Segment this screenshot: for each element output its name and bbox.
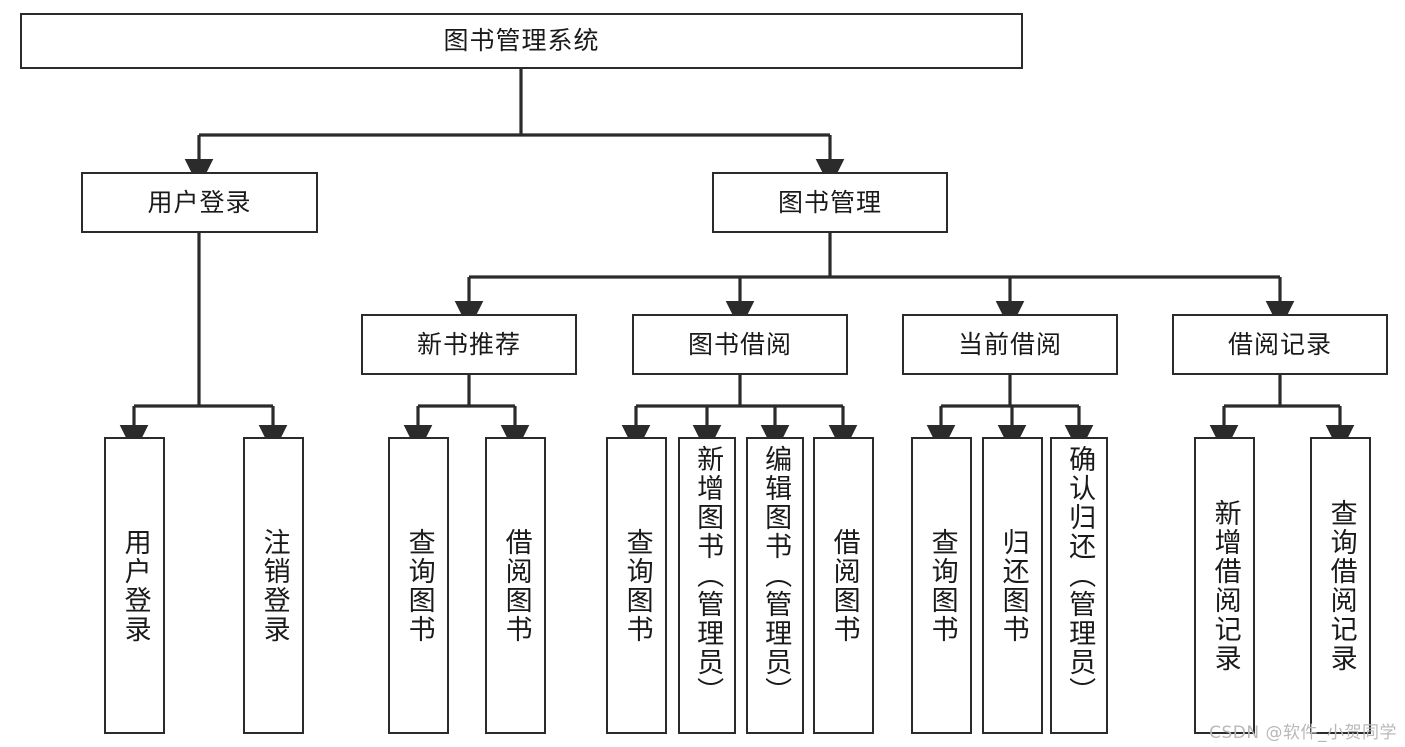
watermark: CSDN @软件_小贺同学: [1209, 723, 1397, 743]
leaf-edit-book[interactable]: 编辑图书（管理员）: [746, 437, 804, 734]
leaf-query-book-borrow-label: 查询图书: [621, 527, 653, 644]
leaf-borrow-book-label: 借阅图书: [828, 527, 860, 644]
leaf-borrow-book-rec[interactable]: 借阅图书: [485, 437, 546, 734]
node-root-label: 图书管理系统: [443, 26, 600, 56]
leaf-edit-book-label: 编辑图书（管理员）: [760, 445, 792, 706]
node-new-book-recommend-label: 新书推荐: [416, 329, 521, 359]
node-borrow-record[interactable]: 借阅记录: [1172, 314, 1388, 375]
leaf-logout[interactable]: 注销登录: [243, 437, 304, 734]
leaf-add-book-label: 新增图书（管理员）: [692, 445, 724, 706]
leaf-user-login[interactable]: 用户登录: [104, 437, 165, 734]
leaf-add-record-label: 新增借阅记录: [1209, 498, 1241, 673]
leaf-query-book-current-label: 查询图书: [926, 527, 958, 644]
leaf-user-login-label: 用户登录: [119, 527, 151, 644]
node-new-book-recommend[interactable]: 新书推荐: [361, 314, 577, 375]
node-book-borrow-label: 图书借阅: [687, 329, 792, 359]
leaf-return-book[interactable]: 归还图书: [982, 437, 1043, 734]
node-current-borrow[interactable]: 当前借阅: [902, 314, 1118, 375]
leaf-query-record[interactable]: 查询借阅记录: [1310, 437, 1371, 734]
leaf-query-record-label: 查询借阅记录: [1325, 498, 1357, 673]
leaf-query-book-rec-label: 查询图书: [403, 527, 435, 644]
leaf-logout-label: 注销登录: [258, 527, 290, 644]
leaf-query-book-current[interactable]: 查询图书: [911, 437, 972, 734]
leaf-confirm-return-label: 确认归还（管理员）: [1064, 445, 1096, 706]
leaf-return-book-label: 归还图书: [997, 527, 1029, 644]
node-book-borrow[interactable]: 图书借阅: [632, 314, 848, 375]
leaf-query-book-rec[interactable]: 查询图书: [388, 437, 449, 734]
leaf-confirm-return[interactable]: 确认归还（管理员）: [1050, 437, 1108, 734]
leaf-add-book[interactable]: 新增图书（管理员）: [678, 437, 736, 734]
node-current-borrow-label: 当前借阅: [957, 329, 1062, 359]
leaf-add-record[interactable]: 新增借阅记录: [1194, 437, 1255, 734]
node-user-login-label: 用户登录: [147, 187, 252, 217]
node-borrow-record-label: 借阅记录: [1227, 329, 1332, 359]
node-book-management[interactable]: 图书管理: [712, 172, 948, 233]
leaf-query-book-borrow[interactable]: 查询图书: [606, 437, 667, 734]
node-user-login[interactable]: 用户登录: [81, 172, 318, 233]
node-root[interactable]: 图书管理系统: [20, 13, 1023, 69]
leaf-borrow-book[interactable]: 借阅图书: [813, 437, 874, 734]
node-book-management-label: 图书管理: [777, 187, 882, 217]
leaf-borrow-book-rec-label: 借阅图书: [500, 527, 532, 644]
